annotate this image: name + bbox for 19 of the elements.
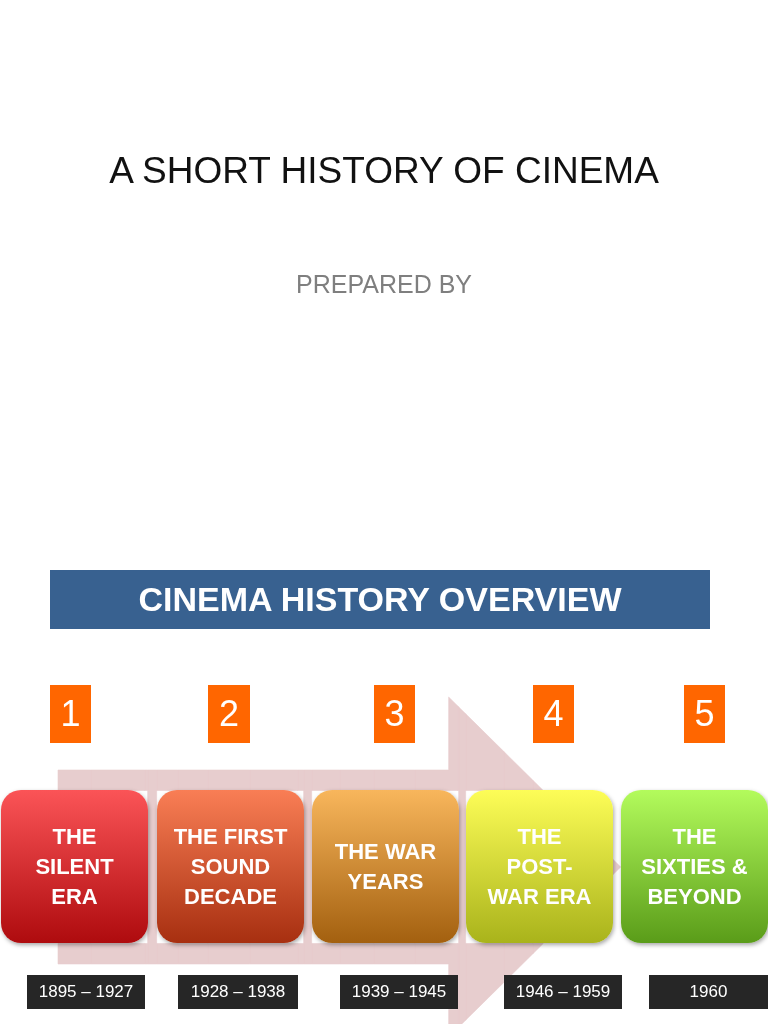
date-badge: 1939 – 1945 <box>340 975 458 1009</box>
date-badge: 1928 – 1938 <box>178 975 298 1009</box>
date-badge: 1960 <box>649 975 768 1009</box>
era-box: THE SIXTIES & BEYOND <box>621 790 768 943</box>
era-box: THE POST-WAR ERA <box>466 790 613 943</box>
number-badge: 2 <box>208 685 250 743</box>
era-box: THE WAR YEARS <box>312 790 459 943</box>
block-arrow <box>58 696 622 1024</box>
section-banner: CINEMA HISTORY OVERVIEW <box>50 570 710 629</box>
era-box: THE FIRST SOUND DECADE <box>157 790 304 943</box>
number-badge: 4 <box>533 685 574 743</box>
date-badge: 1946 – 1959 <box>504 975 622 1009</box>
subtitle-text: PREPARED BY <box>296 270 472 299</box>
slide-title: A SHORT HISTORY OF CINEMA <box>109 150 659 192</box>
number-badge: 5 <box>684 685 725 743</box>
number-badge: 1 <box>50 685 91 743</box>
era-box: THE SILENT ERA <box>1 790 148 943</box>
date-badge: 1895 – 1927 <box>27 975 145 1009</box>
number-badge: 3 <box>374 685 415 743</box>
